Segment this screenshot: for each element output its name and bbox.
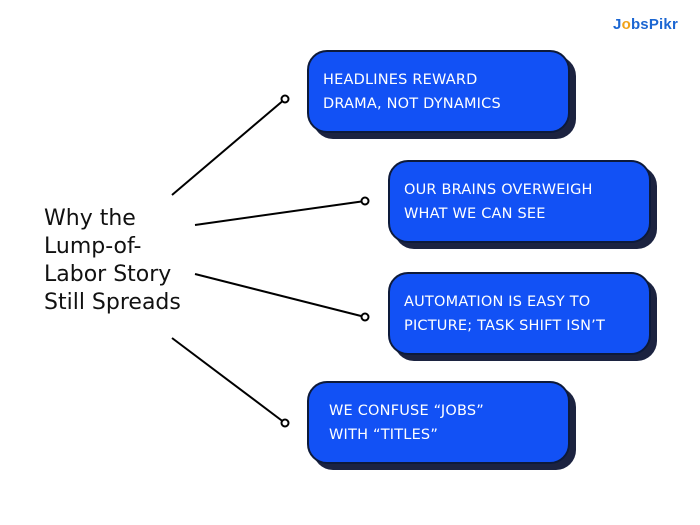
card-face: OUR BRAINS OVERWEIGH WHAT WE CAN SEE bbox=[388, 160, 651, 243]
connector-endpoint-2 bbox=[360, 196, 370, 206]
connector-line-4 bbox=[171, 337, 286, 424]
connector-line-1 bbox=[171, 98, 286, 196]
reason-card-2: OUR BRAINS OVERWEIGH WHAT WE CAN SEE bbox=[388, 160, 657, 249]
connector-endpoint-4 bbox=[280, 418, 290, 428]
connector-line-3 bbox=[194, 273, 366, 318]
card-face: HEADLINES REWARD DRAMA, NOT DYNAMICS bbox=[307, 50, 570, 133]
diagram-title: Why the Lump-of- Labor Story Still Sprea… bbox=[44, 205, 204, 317]
card-text-line: OUR BRAINS OVERWEIGH bbox=[404, 182, 593, 198]
connector-endpoint-1 bbox=[280, 94, 290, 104]
card-face: AUTOMATION IS EASY TO PICTURE; TASK SHIF… bbox=[388, 272, 651, 355]
card-text-line: PICTURE; TASK SHIFT ISN’T bbox=[404, 318, 606, 334]
title-line: Labor Story bbox=[44, 262, 172, 287]
card-text-line: HEADLINES REWARD bbox=[323, 72, 478, 88]
title-line: Still Spreads bbox=[44, 290, 181, 315]
card-text-line: WITH “TITLES” bbox=[329, 427, 439, 443]
reason-card-1: HEADLINES REWARD DRAMA, NOT DYNAMICS bbox=[307, 50, 576, 139]
title-line: Lump-of- bbox=[44, 234, 142, 259]
card-text-line: WE CONFUSE “JOBS” bbox=[329, 403, 484, 419]
title-line: Why the bbox=[44, 206, 136, 231]
card-text-line: AUTOMATION IS EASY TO bbox=[404, 294, 591, 310]
connector-line-2 bbox=[194, 200, 366, 226]
card-face: WE CONFUSE “JOBS” WITH “TITLES” bbox=[307, 381, 570, 464]
reason-card-4: WE CONFUSE “JOBS” WITH “TITLES” bbox=[307, 381, 576, 470]
jobspikr-logo: JobsPikr bbox=[613, 16, 678, 33]
card-text-line: DRAMA, NOT DYNAMICS bbox=[323, 96, 501, 112]
connector-endpoint-3 bbox=[360, 312, 370, 322]
reason-card-3: AUTOMATION IS EASY TO PICTURE; TASK SHIF… bbox=[388, 272, 657, 361]
card-text-line: WHAT WE CAN SEE bbox=[404, 206, 546, 222]
